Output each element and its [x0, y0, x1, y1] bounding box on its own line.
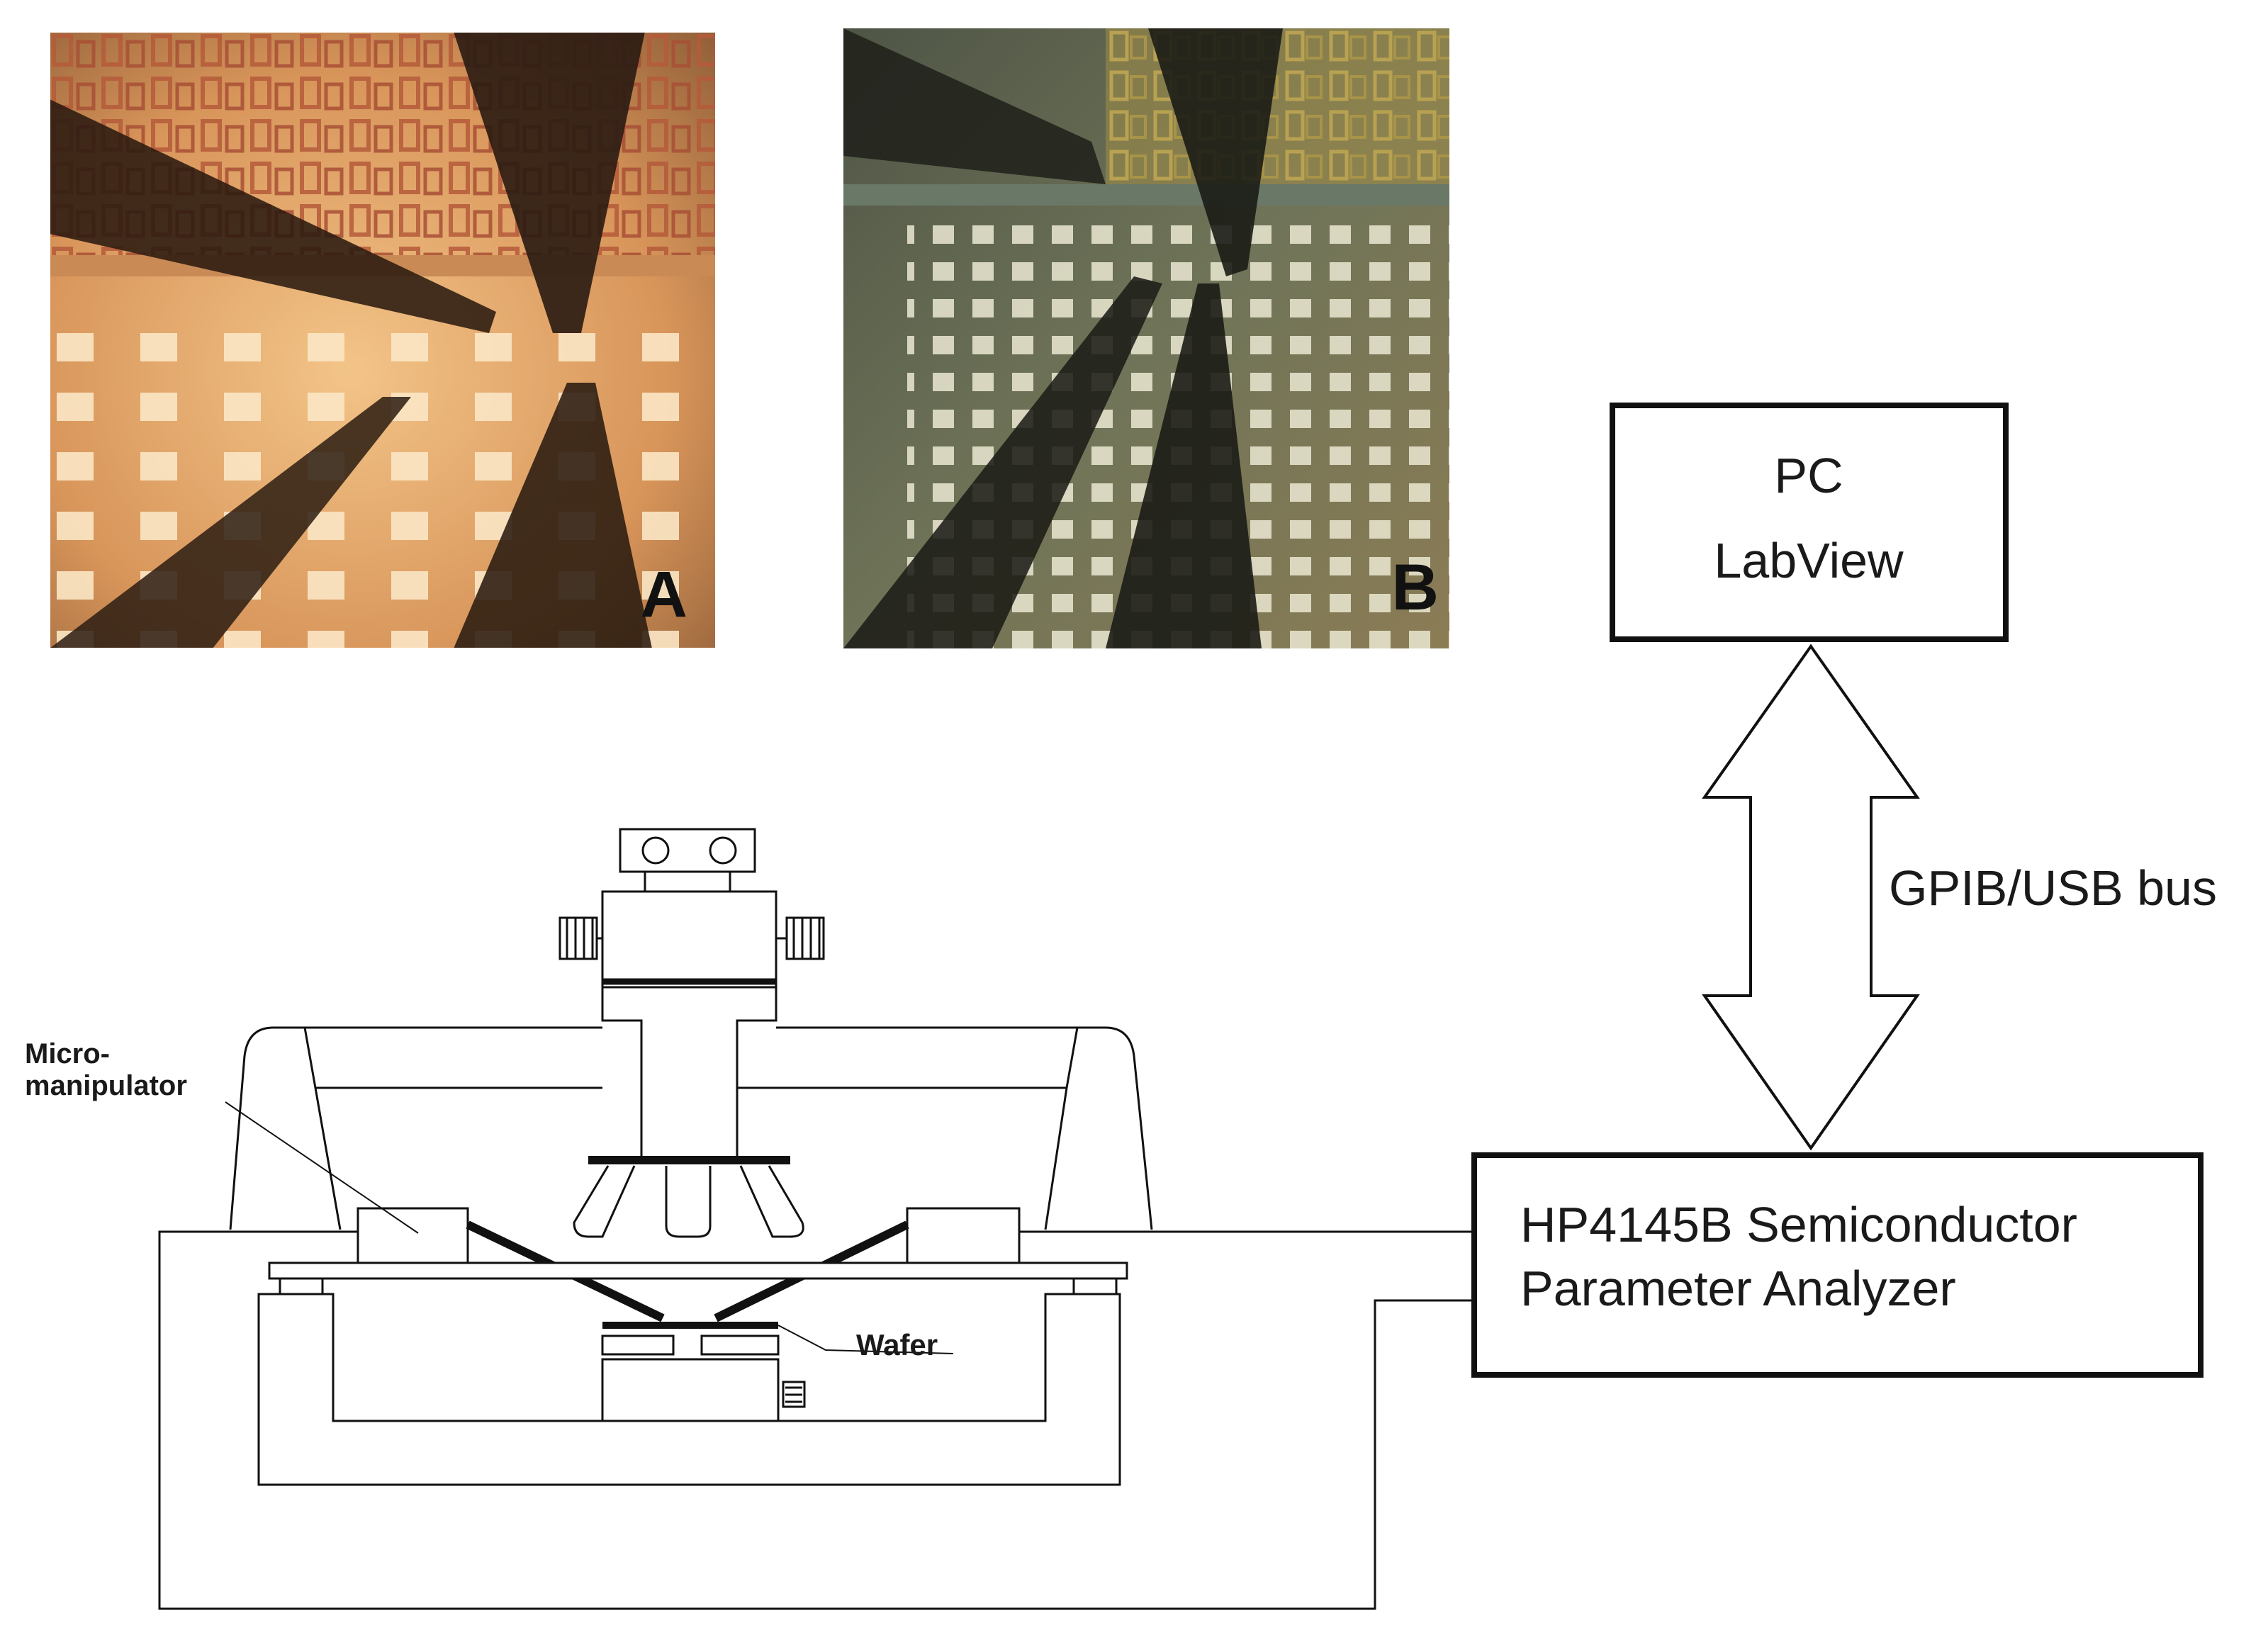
analyzer-box [1471, 1152, 2204, 1378]
photo-b-label: B [1392, 551, 1439, 624]
wafer-label: Wafer [856, 1328, 938, 1361]
wafer-leader [777, 1325, 954, 1354]
pc-label: PC [1774, 448, 1843, 503]
micrograph-a: A [50, 32, 716, 648]
analyzer-label-line1: HP4145B Semiconductor [1520, 1197, 2077, 1252]
photo-a-label: A [641, 558, 687, 631]
pc-box [1610, 403, 2009, 642]
micromanipulator-leader [225, 1101, 419, 1234]
bus-double-arrow [1702, 643, 1920, 1151]
micromanipulator-label-line2: manipulator [25, 1070, 187, 1101]
connection-cables [158, 1230, 1474, 1610]
analyzer-label-line2: Parameter Analyzer [1520, 1261, 1956, 1316]
bus-label: GPIB/USB bus [1889, 860, 2217, 916]
probe-station-drawing [229, 828, 1153, 1486]
micromanipulator-label-line1: Micro- [25, 1038, 110, 1069]
micrograph-b: B [843, 28, 1449, 648]
labview-label: LabView [1714, 533, 1904, 588]
